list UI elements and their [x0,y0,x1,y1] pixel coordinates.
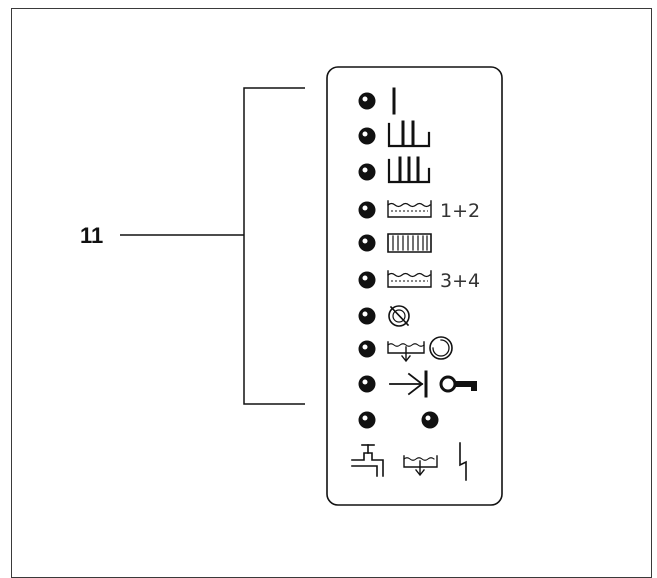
led-highlight [362,379,368,385]
indicator-led [358,411,376,429]
tub-three-bars-icon [387,156,431,184]
led-highlight [362,238,368,244]
indicator-row-prewash [358,87,396,115]
tub-two-bars-icon [387,120,431,148]
end-key-icon [389,370,477,398]
callout-bracket [243,87,305,405]
led-highlight [425,415,431,421]
led-highlight [362,167,368,173]
indicator-row-rinse-intermediate [358,233,432,253]
led-highlight [362,275,368,281]
led-highlight [362,415,368,421]
indicator-led [358,92,376,110]
indicator-led [358,307,376,325]
indicator-led [358,340,376,358]
led-highlight [362,205,368,211]
indicator-led [421,411,439,429]
indicator-led [358,201,376,219]
indicator-row-end-door-lock [358,370,477,398]
indicator-led [358,375,376,393]
indicator-row-wash-extra [358,156,431,184]
bottom-symbols [351,442,467,481]
tub-striped-icon [387,233,432,253]
indicator-led [358,127,376,145]
tub-wavy-water-icon [387,200,432,218]
indicator-led [358,163,376,181]
control-panel-diagram: 11 [80,66,503,506]
crossed-circle-icon [388,305,410,327]
led-highlight [362,131,368,137]
fault-icon [459,442,467,481]
drain-icon [403,455,438,477]
indicator-row-drain-spin [358,336,453,363]
indicator-row-main-wash [358,120,431,148]
indicator-row-status [358,411,439,429]
led-highlight [362,96,368,102]
tub-wavy-water-icon [387,270,432,288]
indicator-row-rinse-3-4: 3+4 [358,270,480,292]
callout-number: 11 [80,223,103,248]
led-highlight [362,344,368,350]
drain-spin-icon [387,336,453,363]
led-highlight [362,311,368,317]
indicator-row-rinse-1-2: 1+2 [358,200,480,222]
tap-icon [351,444,384,477]
rinse-step-label: 1+2 [440,200,480,222]
indicator-rows: 1+2 [351,87,480,481]
indicator-led [358,271,376,289]
indicator-led [358,234,376,252]
rinse-step-label: 3+4 [440,270,480,292]
indicator-row-no-spin [358,305,410,327]
